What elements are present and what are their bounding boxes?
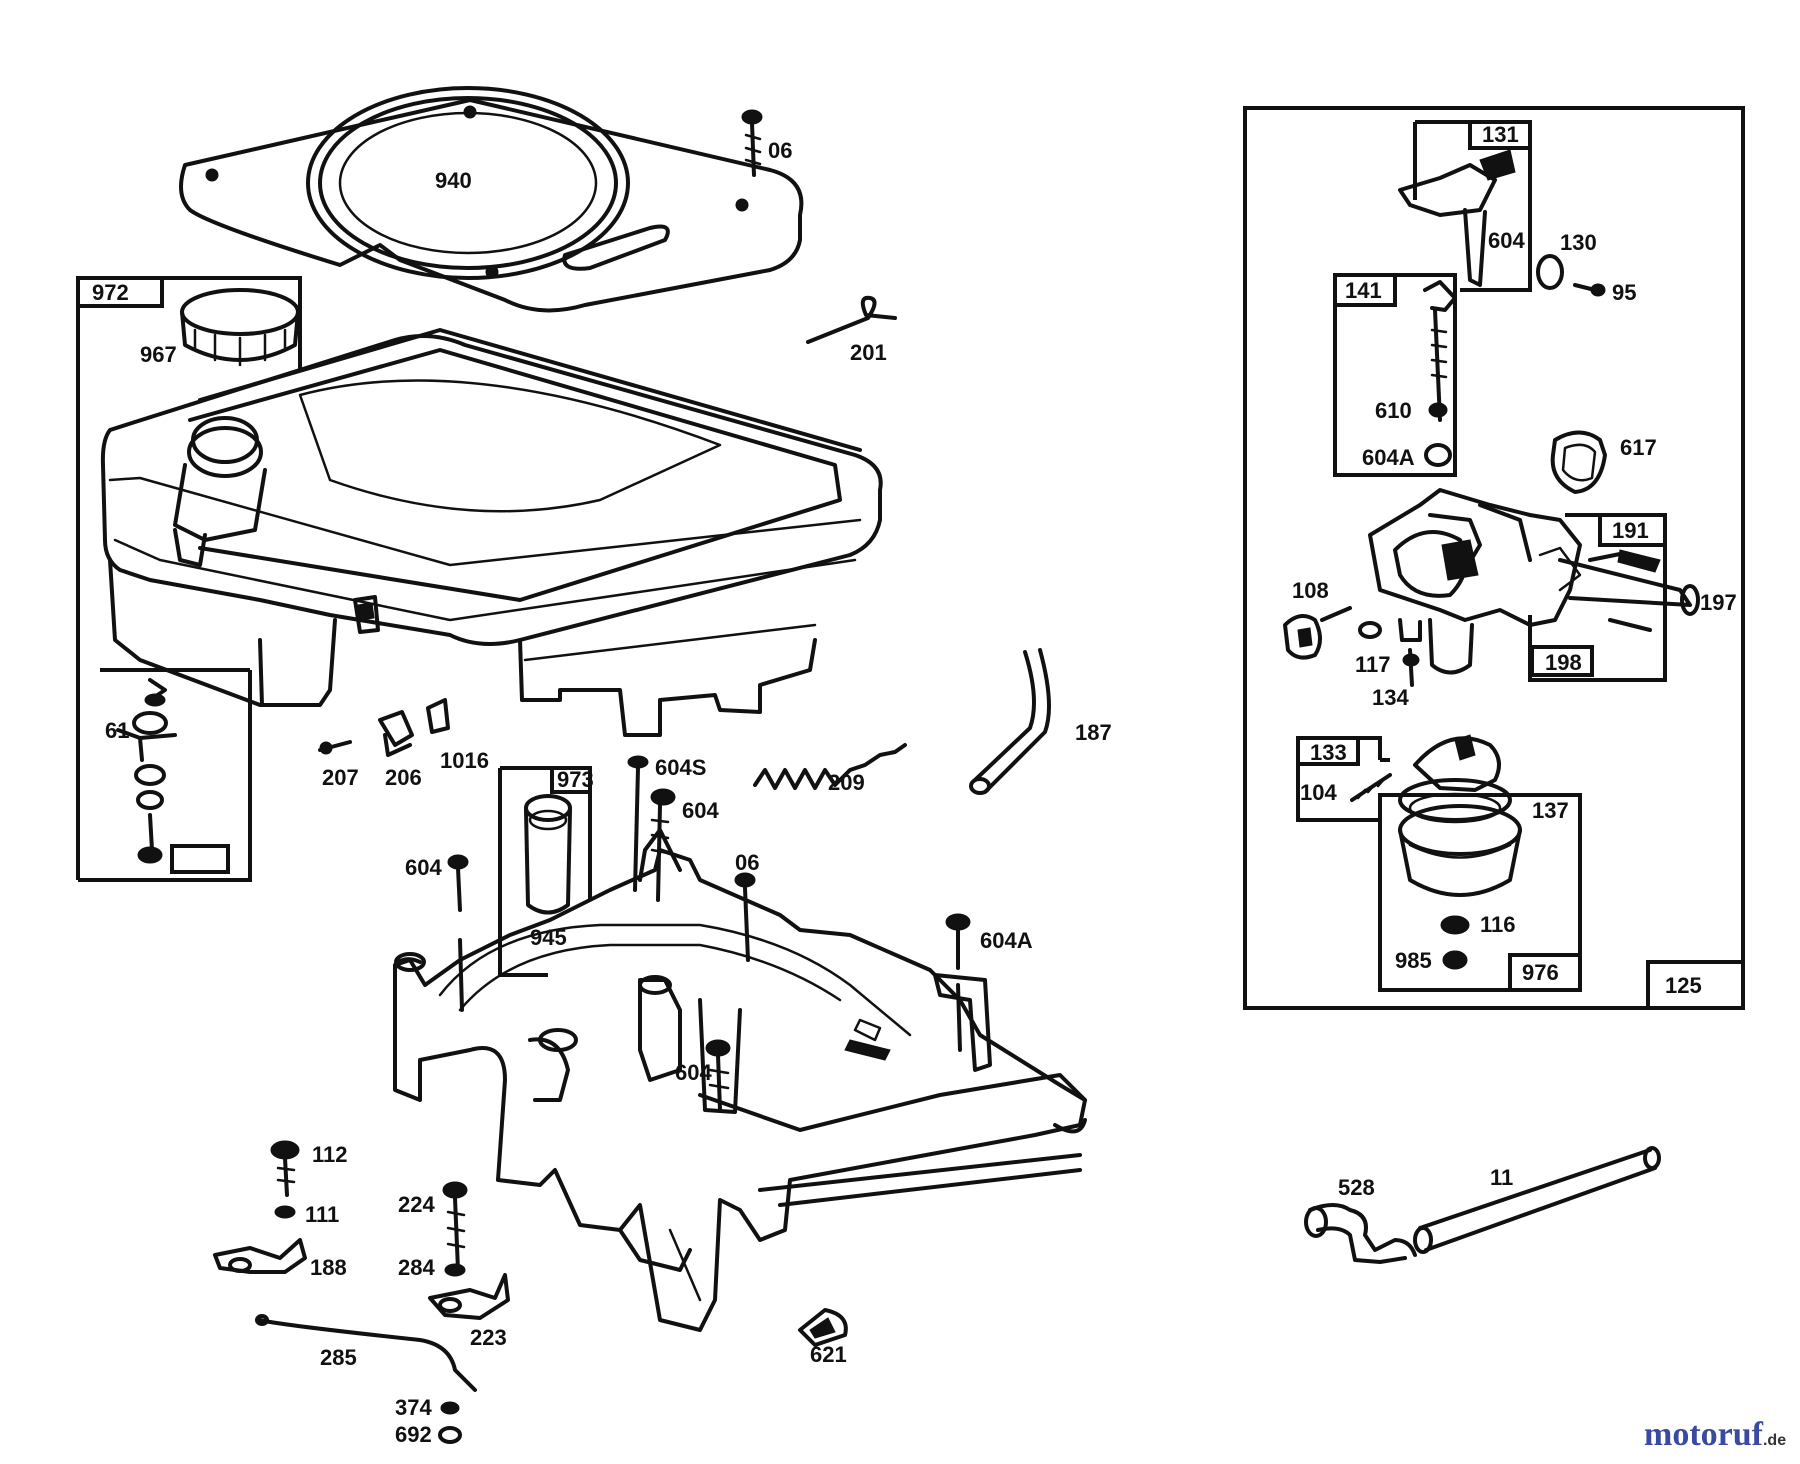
- label-134: 134: [1372, 685, 1409, 710]
- label-61: 61: [105, 718, 129, 743]
- fuel-cap-967: [180, 288, 300, 367]
- label-191: 191: [1612, 518, 1649, 543]
- label-198: 198: [1545, 650, 1582, 675]
- spring-209: [753, 743, 907, 790]
- label-201: 201: [850, 340, 887, 365]
- watermark-logo: motoruf.de: [1644, 1416, 1786, 1454]
- label-06-mid: 06: [735, 850, 759, 875]
- carburetor-panel: [1243, 106, 1745, 1010]
- label-617: 617: [1620, 435, 1657, 460]
- label-604-carb: 604: [1488, 228, 1525, 253]
- label-187: 187: [1075, 720, 1112, 745]
- label-209: 209: [828, 770, 865, 795]
- label-137: 137: [1532, 798, 1569, 823]
- label-692: 692: [395, 1422, 432, 1447]
- label-188: 188: [310, 1255, 347, 1280]
- label-604-base: 604: [675, 1060, 712, 1085]
- label-284: 284: [398, 1255, 435, 1280]
- label-112: 112: [312, 1142, 348, 1167]
- label-11: 11: [1490, 1165, 1513, 1190]
- label-108: 108: [1292, 578, 1329, 603]
- label-621: 621: [810, 1342, 847, 1367]
- label-985: 985: [1395, 948, 1432, 973]
- label-940: 940: [435, 168, 472, 193]
- label-604s: 604S: [655, 755, 706, 780]
- watermark-suffix: .de: [1762, 1432, 1787, 1449]
- label-374: 374: [395, 1395, 432, 1420]
- part-labels: 940 06 201 972 967 207 206 1016 209 187 …: [92, 122, 1737, 1447]
- label-125: 125: [1665, 973, 1702, 998]
- clip-621: [798, 1308, 848, 1347]
- label-206: 206: [385, 765, 422, 790]
- throttle-lever: [428, 1181, 510, 1320]
- engine-base: [393, 828, 1087, 1332]
- label-06-top: 06: [768, 138, 792, 163]
- label-131: 131: [1482, 122, 1519, 147]
- governor-parts: [213, 1140, 477, 1392]
- label-111: 111: [305, 1202, 339, 1227]
- label-141: 141: [1345, 278, 1382, 303]
- label-972: 972: [92, 280, 129, 305]
- label-610: 610: [1375, 398, 1412, 423]
- screw-06-top: [741, 109, 763, 177]
- breather-hose: [1304, 1146, 1661, 1264]
- watermark-text: motoruf: [1644, 1416, 1763, 1453]
- cover-plate: [179, 86, 804, 313]
- label-976: 976: [1522, 960, 1559, 985]
- label-224: 224: [398, 1192, 435, 1217]
- label-604-mid: 604: [682, 798, 719, 823]
- label-1016: 1016: [440, 748, 489, 773]
- label-104: 104: [1300, 780, 1337, 805]
- small-parts-row: [318, 698, 450, 757]
- label-945: 945: [530, 925, 567, 950]
- label-223: 223: [470, 1325, 507, 1350]
- label-967: 967: [140, 342, 177, 367]
- label-197: 197: [1700, 590, 1737, 615]
- label-130: 130: [1560, 230, 1597, 255]
- label-285: 285: [320, 1345, 357, 1370]
- label-117: 117: [1355, 652, 1391, 677]
- box-972: [76, 276, 302, 882]
- label-95: 95: [1612, 280, 1636, 305]
- label-207: 207: [322, 765, 359, 790]
- label-604A: 604A: [980, 928, 1033, 953]
- label-528: 528: [1338, 1175, 1375, 1200]
- fuel-tank: [100, 328, 883, 737]
- label-604-left: 604: [405, 855, 442, 880]
- clip-201: [806, 295, 897, 344]
- washers: [438, 1401, 462, 1444]
- bolts-row: [447, 755, 971, 1052]
- label-973: 973: [557, 767, 594, 792]
- label-133: 133: [1310, 740, 1347, 765]
- shutoff-valve: [100, 668, 250, 874]
- label-116: 116: [1480, 912, 1516, 937]
- label-604A-carb: 604A: [1362, 445, 1415, 470]
- fuel-line-187: [969, 648, 1051, 795]
